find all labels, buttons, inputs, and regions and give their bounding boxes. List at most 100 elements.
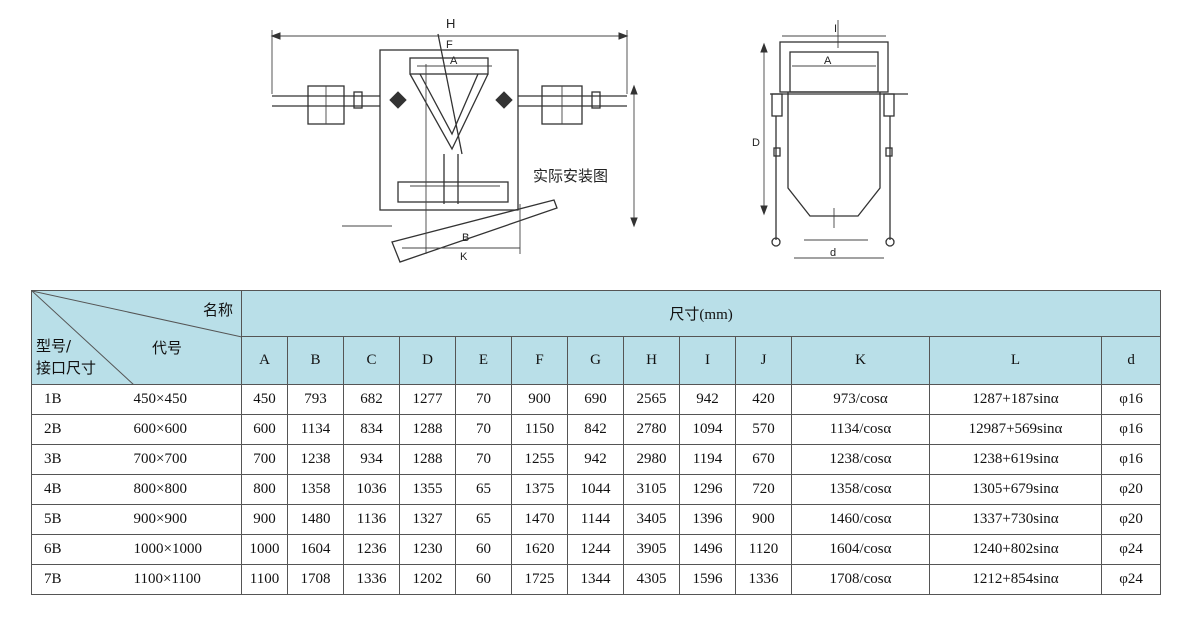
value-cell: 1470 xyxy=(511,504,568,535)
model-cell: 7B xyxy=(31,564,134,595)
front-view-drawing: H F A B K xyxy=(270,16,638,263)
value-cell: 65 xyxy=(455,504,512,535)
value-cell: φ16 xyxy=(1100,444,1162,475)
value-cell: φ20 xyxy=(1100,504,1162,535)
value-cell: 1336 xyxy=(343,564,400,595)
value-cell: 1036 xyxy=(343,474,400,505)
corner-label-code: 代号 xyxy=(152,339,183,357)
value-cell: 1134 xyxy=(287,414,344,445)
value-cell: 1202 xyxy=(399,564,456,595)
value-cell: 1144 xyxy=(567,504,624,535)
value-cell: 1375 xyxy=(511,474,568,505)
value-cell: 4305 xyxy=(623,564,680,595)
value-cell: 1327 xyxy=(399,504,456,535)
value-cell: 700 xyxy=(241,444,288,475)
value-cell: 1355 xyxy=(399,474,456,505)
value-cell: 1480 xyxy=(287,504,344,535)
value-cell: 1238 xyxy=(287,444,344,475)
value-cell: 682 xyxy=(343,384,400,415)
value-cell: 800 xyxy=(241,474,288,505)
value-cell: 1134/cosα xyxy=(791,414,930,445)
value-cell: 70 xyxy=(455,414,512,445)
value-cell: 2780 xyxy=(623,414,680,445)
column-header-k: K xyxy=(791,336,930,385)
value-cell: 600 xyxy=(241,414,288,445)
value-cell: 2980 xyxy=(623,444,680,475)
dim-label-b: B xyxy=(462,232,469,244)
column-header-d-small: d xyxy=(1100,336,1162,385)
port-size-cell: 1100×1100 xyxy=(133,564,242,595)
column-header-c: C xyxy=(343,336,400,385)
value-cell: 3105 xyxy=(623,474,680,505)
column-header-b: B xyxy=(287,336,344,385)
value-cell: 570 xyxy=(735,414,792,445)
dim-label-a: A xyxy=(450,55,458,67)
dim-label-side-a: A xyxy=(824,55,832,67)
side-view-drawing: I A D d xyxy=(752,20,908,259)
dim-label-f: F xyxy=(446,39,453,51)
column-header-a: A xyxy=(241,336,288,385)
model-cell: 2B xyxy=(31,414,134,445)
value-cell: 900 xyxy=(241,504,288,535)
value-cell: 60 xyxy=(455,534,512,565)
value-cell: 1305+679sinα xyxy=(929,474,1102,505)
column-header-i: I xyxy=(679,336,736,385)
value-cell: 1725 xyxy=(511,564,568,595)
header-corner-cell: 名称 代号 型号/接口尺寸 xyxy=(31,290,242,385)
port-size-cell: 450×450 xyxy=(133,384,242,415)
value-cell: 720 xyxy=(735,474,792,505)
port-size-cell: 600×600 xyxy=(133,414,242,445)
dim-label-h: H xyxy=(446,16,455,31)
value-cell: 60 xyxy=(455,564,512,595)
value-cell: 670 xyxy=(735,444,792,475)
value-cell: 900 xyxy=(735,504,792,535)
port-size-cell: 700×700 xyxy=(133,444,242,475)
value-cell: 1460/cosα xyxy=(791,504,930,535)
value-cell: 842 xyxy=(567,414,624,445)
value-cell: 1396 xyxy=(679,504,736,535)
value-cell: 1230 xyxy=(399,534,456,565)
dim-label-i: I xyxy=(834,23,837,35)
corner-diagonals xyxy=(32,291,242,385)
corner-label-name: 名称 xyxy=(202,301,233,319)
model-cell: 1B xyxy=(31,384,134,415)
value-cell: 70 xyxy=(455,384,512,415)
value-cell: 1288 xyxy=(399,444,456,475)
value-cell: 1238/cosα xyxy=(791,444,930,475)
value-cell: 1344 xyxy=(567,564,624,595)
value-cell: 834 xyxy=(343,414,400,445)
value-cell: 1277 xyxy=(399,384,456,415)
model-cell: 3B xyxy=(31,444,134,475)
value-cell: 70 xyxy=(455,444,512,475)
value-cell: 1212+854sinα xyxy=(929,564,1102,595)
model-cell: 4B xyxy=(31,474,134,505)
column-header-d: D xyxy=(399,336,456,385)
model-cell: 6B xyxy=(31,534,134,565)
value-cell: 1596 xyxy=(679,564,736,595)
column-header-g: G xyxy=(567,336,624,385)
value-cell: 3905 xyxy=(623,534,680,565)
install-caption: 实际安装图 xyxy=(531,165,611,186)
dim-label-d: D xyxy=(752,137,760,149)
value-cell: 1358/cosα xyxy=(791,474,930,505)
value-cell: 1358 xyxy=(287,474,344,505)
value-cell: 934 xyxy=(343,444,400,475)
value-cell: 1708/cosα xyxy=(791,564,930,595)
value-cell: 65 xyxy=(455,474,512,505)
value-cell: 1604/cosα xyxy=(791,534,930,565)
port-size-cell: 800×800 xyxy=(133,474,242,505)
value-cell: 3405 xyxy=(623,504,680,535)
value-cell: 1708 xyxy=(287,564,344,595)
corner-label-model: 型号/接口尺寸 xyxy=(36,335,96,379)
value-cell: 1120 xyxy=(735,534,792,565)
value-cell: φ24 xyxy=(1100,534,1162,565)
value-cell: 1238+619sinα xyxy=(929,444,1102,475)
value-cell: 1255 xyxy=(511,444,568,475)
model-cell: 5B xyxy=(31,504,134,535)
